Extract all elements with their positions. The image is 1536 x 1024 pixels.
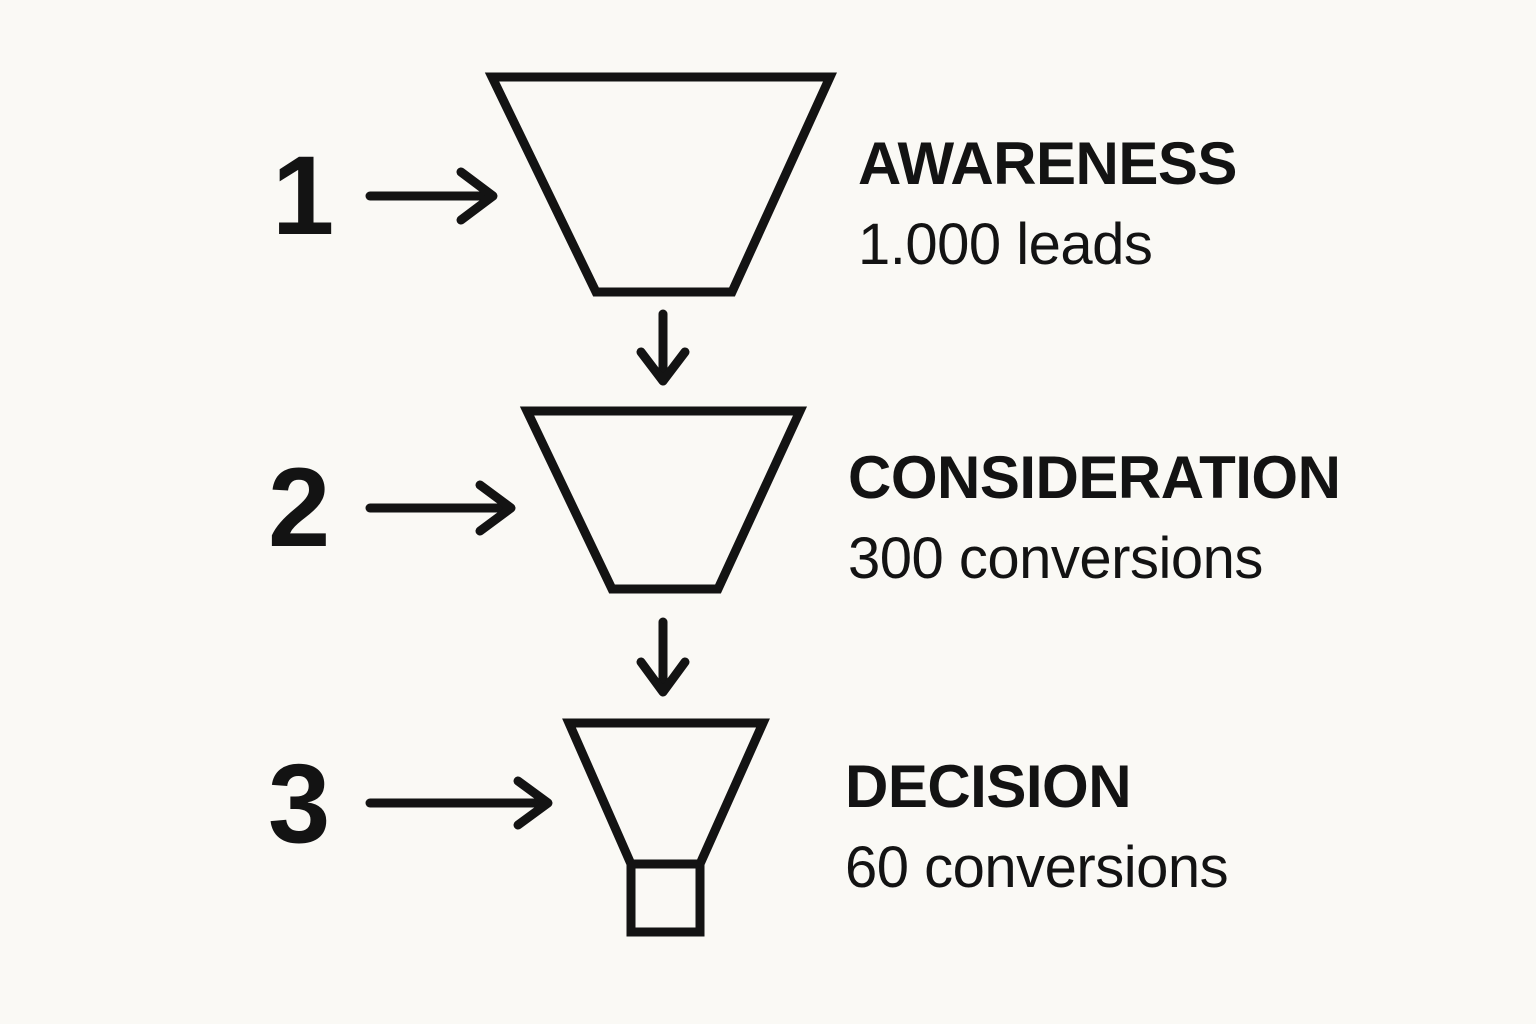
arrow-down-icon-2 bbox=[636, 617, 690, 697]
arrow-down-icon-1 bbox=[636, 309, 690, 386]
funnel-shape-2 bbox=[519, 406, 808, 594]
stage-title-awareness: AWARENESS bbox=[858, 130, 1237, 197]
stage-metric-awareness: 1.000 leads bbox=[858, 212, 1153, 277]
stage-metric-decision: 60 conversions bbox=[845, 835, 1229, 900]
arrow-right-icon-1 bbox=[365, 167, 498, 225]
arrow-right-icon-2 bbox=[365, 480, 516, 536]
stage-title-consideration: CONSIDERATION bbox=[848, 444, 1341, 511]
stage-label-block-3: DECISION 60 conversions bbox=[845, 753, 1229, 900]
step-number-3: 3 bbox=[268, 741, 331, 866]
funnel-shape-3 bbox=[562, 718, 770, 869]
stage-metric-consideration: 300 conversions bbox=[848, 526, 1263, 591]
stage-label-block-1: AWARENESS 1.000 leads bbox=[858, 134, 1237, 274]
step-number-1: 1 bbox=[272, 133, 335, 258]
funnel-spout-3 bbox=[626, 859, 705, 937]
step-number-2: 2 bbox=[268, 445, 331, 570]
funnel-shape-1 bbox=[484, 72, 837, 297]
arrow-right-icon-3 bbox=[365, 776, 553, 830]
stage-label-block-2: CONSIDERATION 300 conversions bbox=[848, 444, 1341, 591]
stage-title-decision: DECISION bbox=[845, 753, 1132, 820]
